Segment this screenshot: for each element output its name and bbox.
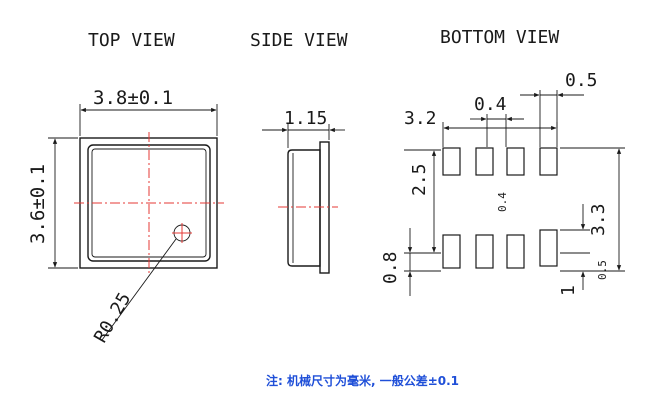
radius-label: R0.25 xyxy=(90,289,135,346)
solder-pad-top-2 xyxy=(475,147,494,176)
pad-spacing-label: 0.4 xyxy=(474,94,507,115)
top-view: 3.8±0.1 3.6±0.1 R0.25 xyxy=(27,87,224,347)
solder-pad-bottom-3 xyxy=(506,234,525,269)
side-view-title: SIDE VIEW xyxy=(250,30,348,51)
side-thickness-label: 1.15 xyxy=(284,108,327,129)
bottom-view-title: BOTTOM VIEW xyxy=(440,27,559,48)
top-width-label: 3.8±0.1 xyxy=(93,87,173,109)
side-view: 1.15 xyxy=(262,108,345,274)
side-view-body xyxy=(287,149,321,267)
pad-height-right-label: 1 xyxy=(558,285,579,296)
pad-span-label: 3.2 xyxy=(404,108,437,129)
solder-pad-top-1 xyxy=(442,147,461,176)
radius-leader-line xyxy=(101,238,177,341)
tolerance-note: 注: 机械尺寸为毫米, 一般公差±0.1 xyxy=(266,373,459,388)
overall-height-label: 3.3 xyxy=(588,203,609,236)
top-height-label: 3.6±0.1 xyxy=(27,164,49,244)
edge-margin-label: 0.5 xyxy=(596,260,609,280)
pad-height-left-label: 0.8 xyxy=(380,251,401,284)
solder-pad-top-4 xyxy=(539,147,558,176)
solder-pad-top-3 xyxy=(506,147,525,176)
pad-width-label: 0.5 xyxy=(565,70,598,91)
solder-pad-bottom-4 xyxy=(539,229,558,267)
pad-group xyxy=(442,147,558,269)
solder-pad-bottom-1 xyxy=(442,234,461,269)
top-view-title: TOP VIEW xyxy=(88,30,175,51)
solder-pad-bottom-2 xyxy=(475,234,494,269)
row-offset-label: 2.5 xyxy=(409,163,430,196)
row-gap-label: 0.4 xyxy=(496,192,509,212)
bottom-view: 3.2 0.4 0.5 2.5 0.8 0.4 3.3 1 0.5 xyxy=(380,70,625,296)
